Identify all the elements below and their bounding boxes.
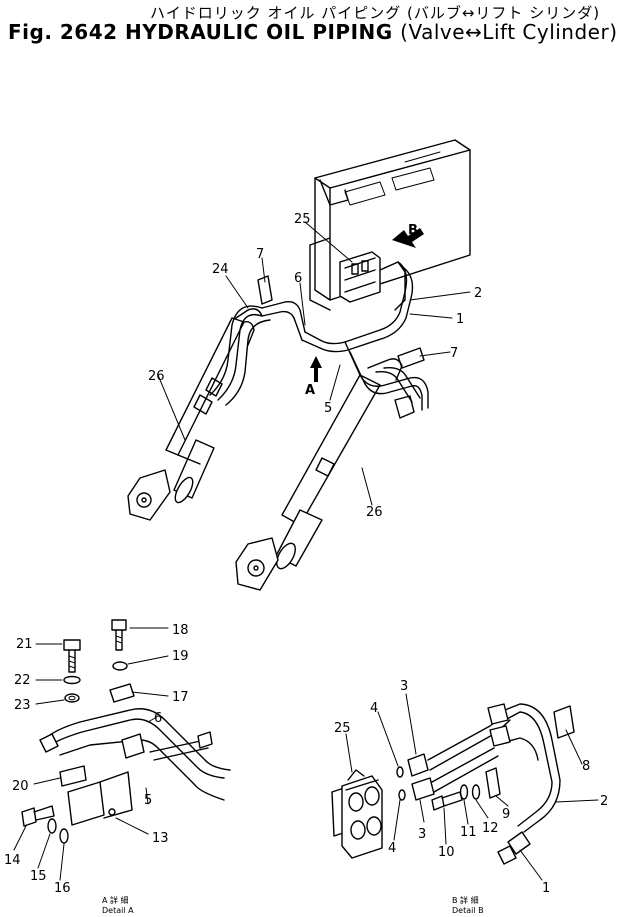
title-english: Fig. 2642 HYDRAULIC OIL PIPING (Valve↔Li… xyxy=(8,20,617,44)
callout-7-main-right: 7 xyxy=(450,346,458,361)
callout-1-detail-b: 1 xyxy=(542,881,550,896)
washer-22 xyxy=(63,675,81,685)
detail-b-pipes xyxy=(427,703,561,865)
callout-a-main: A xyxy=(305,383,315,398)
o-ring-4-upper xyxy=(396,766,404,778)
arrow-b-icon xyxy=(392,228,424,248)
callout-20: 20 xyxy=(12,779,29,794)
detail-b-caption-en: Detail B xyxy=(452,906,484,915)
title-japanese: ハイドロリック オイル パイピング (バルブ↔リフト シリンダ) xyxy=(150,4,601,22)
callout-2-detail-b: 2 xyxy=(600,794,608,809)
callout-1-main: 1 xyxy=(456,312,464,327)
callout-24-main: 24 xyxy=(212,262,229,277)
callout-6-detail-a: 6 xyxy=(154,711,162,726)
callout-19: 19 xyxy=(172,649,189,664)
callout-18: 18 xyxy=(172,623,189,638)
clamp-17 xyxy=(109,683,135,703)
washer-11 xyxy=(459,784,469,800)
title-subtitle: (Valve↔Lift Cylinder) xyxy=(400,20,617,44)
callout-10: 10 xyxy=(438,845,455,860)
washer-19 xyxy=(112,661,128,671)
callout-14: 14 xyxy=(4,853,21,868)
washer-16 xyxy=(59,828,69,844)
callout-b-main: B xyxy=(408,223,418,238)
elbow-3-lower xyxy=(411,777,435,801)
callout-25-main: 25 xyxy=(294,212,311,227)
detail-b-leaders xyxy=(345,693,599,881)
bolt-14 xyxy=(21,805,55,827)
figure-number: Fig. 2642 xyxy=(8,20,118,44)
callout-17: 17 xyxy=(172,690,189,705)
callout-4-detail-b-upper: 4 xyxy=(370,701,378,716)
callout-23: 23 xyxy=(14,698,31,713)
bolt-10 xyxy=(431,791,463,811)
callout-8: 8 xyxy=(582,759,590,774)
callout-3-detail-b-lower: 3 xyxy=(418,827,426,842)
main-view: 25 B 7 24 6 2 1 7 A 5 26 26 xyxy=(127,139,482,591)
detail-a: 21 22 23 18 19 17 6 20 5 13 14 15 16 A 詳… xyxy=(4,619,231,915)
washer-23 xyxy=(64,693,80,703)
arrow-a-icon xyxy=(310,356,322,382)
lift-cylinder-right xyxy=(235,358,415,591)
callout-5-main: 5 xyxy=(324,401,332,416)
callout-22: 22 xyxy=(14,673,31,688)
callout-13: 13 xyxy=(152,831,169,846)
callout-15: 15 xyxy=(30,869,47,884)
callout-25-detail-b: 25 xyxy=(334,721,351,736)
valve-block-25 xyxy=(331,769,383,859)
bolt-21 xyxy=(63,639,81,673)
callout-3-detail-b-upper: 3 xyxy=(400,679,408,694)
callout-16: 16 xyxy=(54,881,71,896)
callout-26-main-right: 26 xyxy=(366,505,383,520)
o-ring-4-lower xyxy=(398,789,406,801)
callout-2-main: 2 xyxy=(474,286,482,301)
callout-7-main-left: 7 xyxy=(256,247,264,262)
callout-6-main: 6 xyxy=(294,271,302,286)
washer-15 xyxy=(47,818,57,834)
callout-11: 11 xyxy=(460,825,477,840)
elbow-3-upper xyxy=(407,753,429,777)
detail-a-leaders xyxy=(13,627,169,881)
lift-cylinder-left xyxy=(127,308,263,521)
bracket-9 xyxy=(485,767,501,799)
callout-5-detail-a: 5 xyxy=(144,793,152,808)
callout-26-main-left: 26 xyxy=(148,369,165,384)
detail-b: 3 4 25 8 2 9 12 11 3 10 4 1 B 詳 細 Detail… xyxy=(331,679,608,915)
bracket-8 xyxy=(553,705,575,739)
callout-12: 12 xyxy=(482,821,499,836)
plate-13 xyxy=(67,771,133,826)
control-valve xyxy=(339,251,406,311)
bolt-18 xyxy=(111,619,127,651)
detail-b-caption-jp: B 詳 細 xyxy=(452,895,479,905)
callout-4-detail-b-lower: 4 xyxy=(388,841,396,856)
callout-9: 9 xyxy=(502,807,510,822)
washer-12 xyxy=(471,784,481,800)
title-main: HYDRAULIC OIL PIPING xyxy=(125,20,393,44)
detail-a-pipes xyxy=(39,708,231,801)
piping xyxy=(209,261,429,411)
main-view-leaders xyxy=(157,221,471,506)
clip-20 xyxy=(59,765,87,787)
detail-a-caption-en: Detail A xyxy=(102,906,134,915)
hydraulic-tank xyxy=(309,139,471,311)
callout-21: 21 xyxy=(16,637,33,652)
detail-a-caption-jp: A 詳 細 xyxy=(102,895,129,905)
